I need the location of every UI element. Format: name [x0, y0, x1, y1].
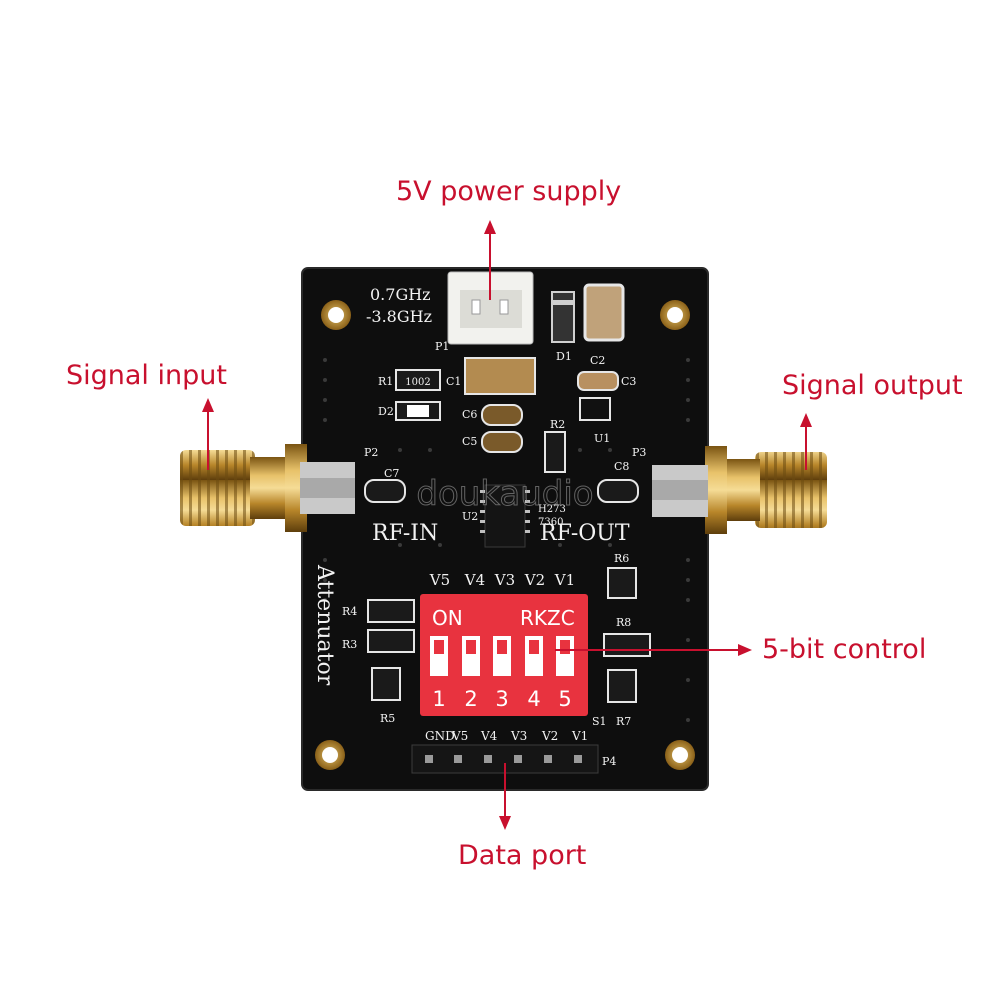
designator: C5 [462, 435, 477, 448]
designator: R2 [550, 418, 565, 431]
regulator-u1 [579, 397, 611, 421]
designator: R1 [378, 375, 393, 388]
callout-power: 5V power supply [396, 176, 622, 207]
board-title: Attenuator [312, 564, 337, 686]
designator: C3 [621, 375, 636, 388]
header-label-gnd: GND [425, 729, 455, 743]
designator: C6 [462, 408, 477, 421]
inductor [464, 357, 536, 395]
designator: R8 [616, 616, 631, 629]
dip-label-v5: V5 [429, 571, 450, 589]
designator: P1 [435, 340, 449, 353]
designator: P4 [602, 755, 616, 768]
diode-d1 [551, 291, 575, 343]
callout-5bit-control: 5-bit control [762, 634, 927, 665]
freq-range-line2: -3.8GHz [366, 307, 432, 326]
dip-label-v1: V1 [554, 571, 575, 589]
designator: R7 [616, 715, 631, 728]
chip-marking-2: 7360 [538, 517, 563, 528]
header-label-v5: V5 [451, 729, 468, 743]
dip-number-3: 3 [495, 687, 508, 711]
header-label-v2: V2 [541, 729, 558, 743]
rf-out-label: RF-OUT [540, 521, 630, 546]
dip-label-v2: V2 [524, 571, 545, 589]
designator: D2 [378, 405, 394, 418]
designator: R5 [380, 712, 395, 725]
designator: U2 [462, 510, 478, 523]
dip-number-5: 5 [558, 687, 571, 711]
rf-in-label: RF-IN [372, 521, 438, 546]
dip-number-1: 1 [432, 687, 445, 711]
dip-label-v3: V3 [494, 571, 515, 589]
dip-on-label: ON [432, 606, 463, 630]
designator: U1 [594, 432, 610, 445]
designator: R6 [614, 552, 629, 565]
designator: C2 [590, 354, 605, 367]
freq-range-line1: 0.7GHz [370, 285, 431, 304]
header-label-v1: V1 [571, 729, 588, 743]
attenuator-chip-u2 [484, 484, 526, 548]
callout-signal-output: Signal output [782, 370, 963, 401]
resistor-code: 1002 [405, 377, 430, 388]
designator: R4 [342, 605, 357, 618]
dip-number-2: 2 [464, 687, 477, 711]
capacitor-c2 [583, 283, 625, 342]
callout-arrows [202, 220, 812, 830]
sma-output-connector [652, 446, 827, 534]
designator: C8 [614, 460, 629, 473]
callout-data-port: Data port [458, 840, 587, 871]
designator: C7 [384, 467, 399, 480]
dip-number-4: 4 [527, 687, 540, 711]
designator: S1 [592, 715, 607, 728]
designator: C1 [446, 375, 461, 388]
sma-input-connector [180, 444, 355, 532]
watermark: doukaudio [416, 474, 593, 514]
dip-brand-label: RKZC [520, 606, 575, 630]
dip-label-v4: V4 [464, 571, 485, 589]
designator: P3 [632, 446, 646, 459]
chip-marking-1: H273 [538, 504, 566, 515]
callout-signal-input: Signal input [66, 360, 227, 391]
dip-switch[interactable]: ON RKZC 1 2 3 4 5 [420, 594, 588, 716]
header-label-v4: V4 [480, 729, 498, 743]
header-label-v3: V3 [510, 729, 527, 743]
designator: R3 [342, 638, 357, 651]
designator: D1 [556, 350, 572, 363]
designator: P2 [364, 446, 378, 459]
